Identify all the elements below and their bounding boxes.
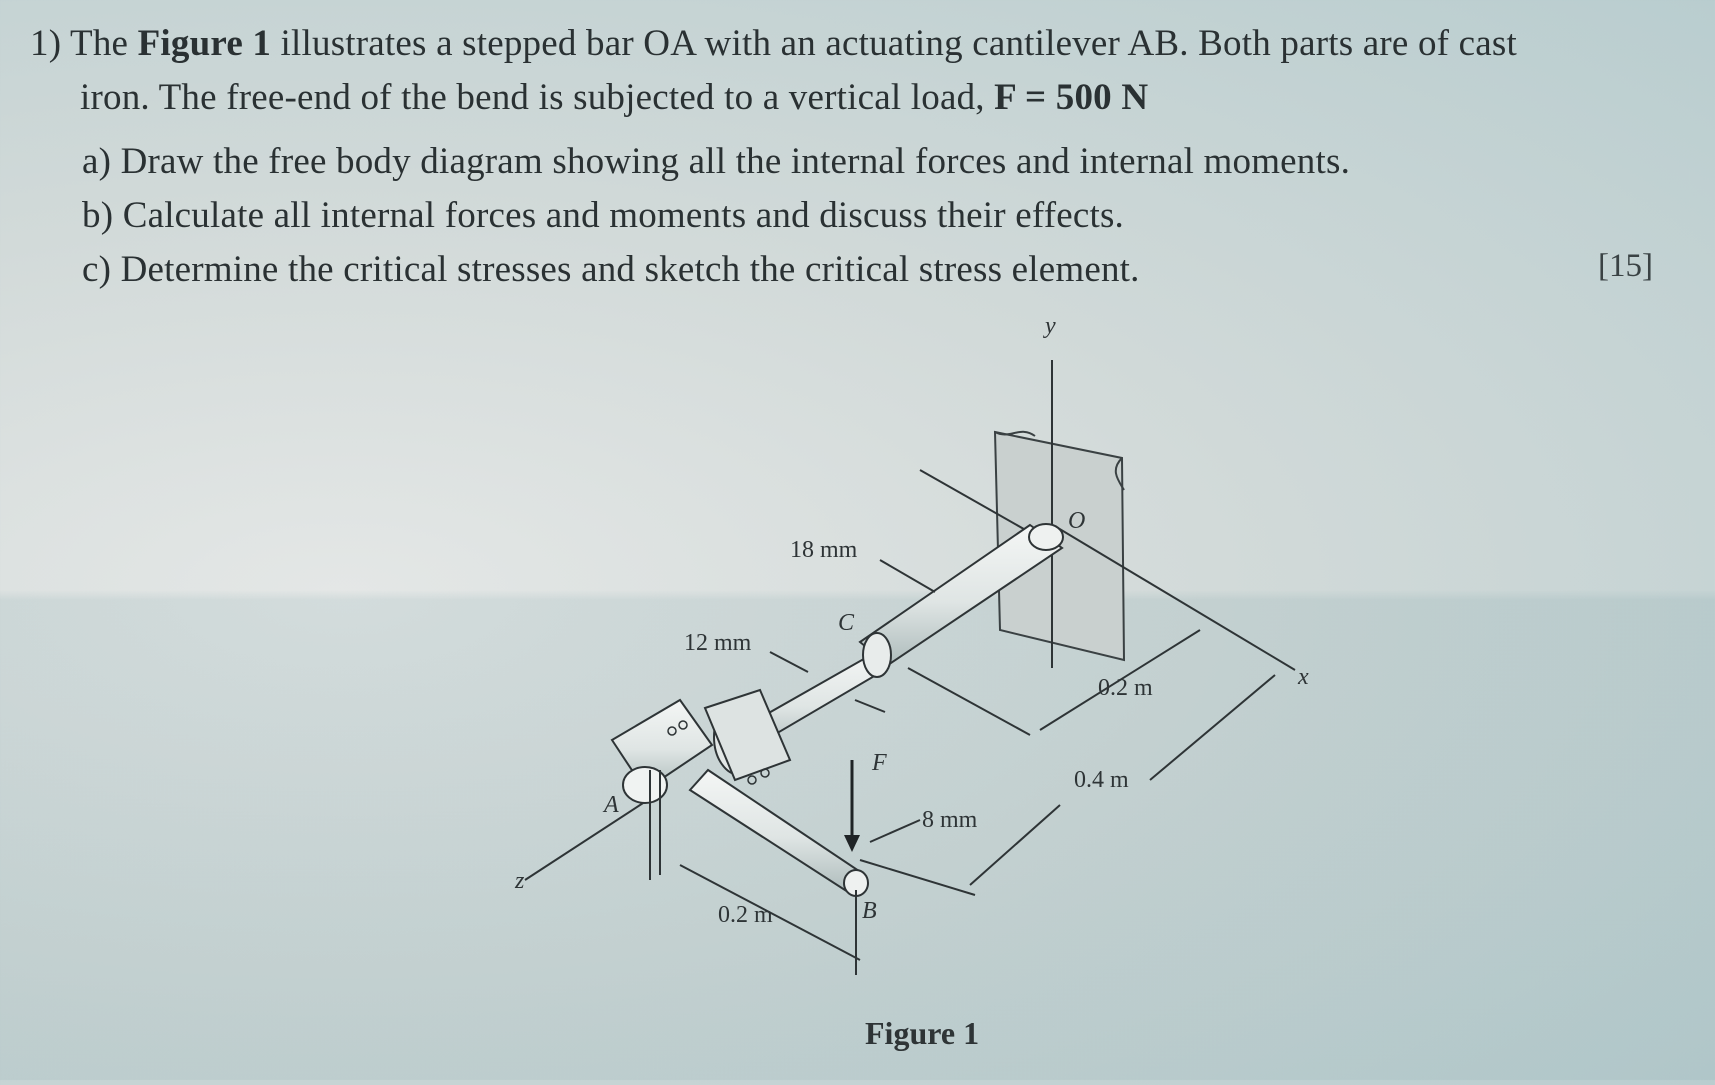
- question-line-2-text: iron. The free-end of the bend is subjec…: [80, 77, 995, 118]
- point-b-label: B: [862, 898, 877, 924]
- point-c-label: C: [838, 610, 855, 636]
- question-number: 1): [30, 23, 62, 64]
- part-b-text: Calculate all internal forces and moment…: [122, 195, 1124, 236]
- part-a-label: a): [82, 141, 112, 182]
- x-axis-label: x: [1297, 664, 1309, 690]
- dim-18mm: 18 mm: [790, 537, 858, 563]
- figure-reference: Figure 1: [137, 23, 272, 64]
- figure-caption: Figure 1: [865, 1015, 979, 1051]
- cantilever-ab: [688, 768, 869, 897]
- dim-0-2m-ab: 0.2 m: [718, 902, 773, 928]
- part-b-label: b): [82, 195, 114, 236]
- marks-allocation: [15]: [1598, 248, 1653, 284]
- x-axis: [1057, 527, 1296, 671]
- dim-0-2m-oc: 0.2 m: [1098, 675, 1153, 701]
- force-arrow: [844, 760, 860, 852]
- part-c-text: Determine the critical stresses and sket…: [120, 249, 1140, 290]
- dim-0-4m-oa: 0.4 m: [1074, 767, 1129, 793]
- part-c: c) Determine the critical stresses and s…: [82, 248, 1140, 291]
- part-c-label: c): [82, 249, 112, 290]
- question-intro: The: [70, 23, 138, 64]
- z-axis: [524, 791, 661, 881]
- part-a-text: Draw the free body diagram showing all t…: [120, 141, 1351, 182]
- load-value: F = 500 N: [994, 77, 1149, 118]
- z-axis-label: z: [514, 868, 525, 894]
- point-o-label: O: [1068, 508, 1085, 534]
- dim-8mm: 8 mm: [922, 807, 978, 833]
- question-line-2: iron. The free-end of the bend is subjec…: [80, 76, 1148, 119]
- stepped-bar-oa: [610, 523, 1064, 804]
- dim-12mm: 12 mm: [684, 630, 752, 656]
- question-intro-continued: illustrates a stepped bar OA with an act…: [271, 23, 1517, 64]
- force-label: F: [871, 750, 887, 776]
- point-a-label: A: [602, 792, 619, 818]
- part-b: b) Calculate all internal forces and mom…: [82, 194, 1124, 237]
- part-a: a) Draw the free body diagram showing al…: [82, 140, 1350, 183]
- question-line-1: 1) The Figure 1 illustrates a stepped ba…: [30, 22, 1517, 65]
- y-axis-label: y: [1043, 313, 1056, 339]
